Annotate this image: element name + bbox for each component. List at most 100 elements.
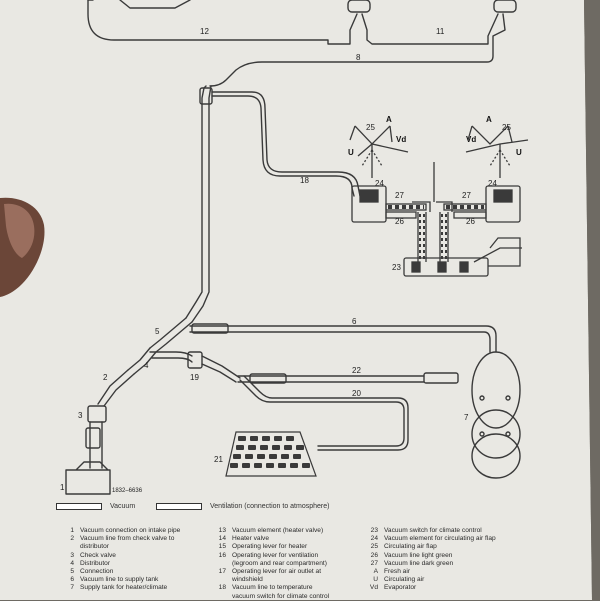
key-item-number: Vd xyxy=(369,584,378,592)
key-item: windshield xyxy=(210,576,329,584)
legend-vacuum-swatch xyxy=(56,503,102,510)
callout-26-left: 26 xyxy=(395,217,404,226)
key-item-text: Vacuum line to temperature xyxy=(232,584,313,592)
key-item-number: U xyxy=(373,576,378,584)
key-item-text: windshield xyxy=(232,576,263,584)
key-item-text: vacuum switch for climate control xyxy=(232,592,330,600)
key-item-text: Vacuum switch for climate control xyxy=(384,527,482,534)
callout-1: 1 xyxy=(60,483,65,492)
line-27-left xyxy=(385,203,427,211)
callout-19: 19 xyxy=(190,373,199,382)
intake-connection-1 xyxy=(65,461,111,495)
key-item: 1 Vacuum connection on intake pipe xyxy=(58,527,180,535)
key-item-number xyxy=(58,543,74,551)
callout-27-left: 27 xyxy=(395,191,404,200)
key-item: 14 Heater valve xyxy=(210,535,329,543)
key-item-text: Circulating air xyxy=(384,576,425,584)
legend-ventilation-swatch xyxy=(156,503,202,510)
line-26-vertical-left xyxy=(417,212,427,262)
callout-18: 18 xyxy=(300,176,309,185)
callout-24-right: 24 xyxy=(488,179,497,188)
key-item: 2 Vacuum line from check valve to xyxy=(58,535,180,543)
label-Vd-right: Vd xyxy=(466,135,476,144)
key-item-text: Vacuum element (heater valve) xyxy=(232,527,324,534)
callout-24-left: 24 xyxy=(375,179,384,188)
top-valve-center xyxy=(347,0,371,13)
line-12 xyxy=(87,0,358,45)
key-item-number: 25 xyxy=(370,543,378,551)
line-26-vertical-right xyxy=(439,212,449,262)
callout-21: 21 xyxy=(214,455,223,464)
key-item-number: 1 xyxy=(70,527,74,534)
key-item-text: Vacuum connection on intake pipe xyxy=(80,527,181,534)
key-item-text: Operating lever for heater xyxy=(232,543,308,551)
callout-7: 7 xyxy=(464,413,469,422)
line-22 xyxy=(237,375,425,383)
key-item-text: Evaporator xyxy=(384,584,417,592)
key-item-number: 23 xyxy=(370,527,378,534)
line-11 xyxy=(361,13,499,45)
key-item-text: Operating lever for ventilation xyxy=(232,551,319,559)
legend: Vacuum Ventilation (connection to atmosp… xyxy=(56,503,486,517)
key-item-text: Check valve xyxy=(80,551,116,559)
line-2 xyxy=(97,369,135,407)
line-22-end xyxy=(423,372,459,384)
top-component-left xyxy=(119,0,191,9)
key-item-number: 2 xyxy=(70,535,74,543)
key-item: 7 Supply tank for heater/climate xyxy=(58,584,180,592)
key-item-text: Vacuum element for circulating air flap xyxy=(384,535,496,543)
key-item-number: 26 xyxy=(370,551,378,559)
top-valve-right xyxy=(493,0,517,13)
key-item: distributor xyxy=(58,543,180,551)
line-26-left xyxy=(385,211,417,219)
label-A-left: A xyxy=(386,115,392,124)
key-item: 16 Operating lever for ventilation xyxy=(210,552,329,560)
callout-2: 2 xyxy=(103,373,108,382)
legend-ventilation: Ventilation (connection to atmosphere) xyxy=(156,503,329,510)
key-item-number: 3 xyxy=(70,551,74,559)
line-to-distributor xyxy=(127,347,157,375)
supply-tank-7 xyxy=(471,351,521,429)
key-item-number: 24 xyxy=(370,535,378,543)
callout-22: 22 xyxy=(352,366,361,375)
connection-5 xyxy=(149,317,193,353)
callout-25-left: 25 xyxy=(366,123,375,132)
vacuum-switch-23 xyxy=(403,257,489,277)
key-item-number: 7 xyxy=(70,584,74,592)
key-item-number: 14 xyxy=(218,535,226,543)
operating-unit-21 xyxy=(225,431,317,477)
key-item: 3 Check valve xyxy=(58,552,180,560)
callout-23: 23 xyxy=(392,263,401,272)
callout-11: 11 xyxy=(436,27,445,36)
callout-5: 5 xyxy=(155,327,160,336)
key-item-number: 16 xyxy=(218,551,226,559)
key-item: Vd Evaporator xyxy=(362,584,496,592)
connector-6 xyxy=(191,323,229,334)
background-edge xyxy=(584,0,600,600)
label-U-left: U xyxy=(348,148,354,157)
thumb-nail xyxy=(4,203,35,258)
label-A-right: A xyxy=(486,115,492,124)
check-valve-3 xyxy=(87,405,107,423)
key-item-text: Supply tank for heater/climate xyxy=(80,584,168,592)
line-18 xyxy=(211,95,355,197)
key-item-number: A xyxy=(373,568,378,576)
figure-code: 1832–6636 xyxy=(112,488,143,494)
key-item-number: 27 xyxy=(370,559,378,567)
key-item-text: Vacuum line from check valve to xyxy=(80,535,175,543)
key-item-text: Heater valve xyxy=(232,535,270,543)
callout-8: 8 xyxy=(356,53,361,62)
callout-20: 20 xyxy=(352,389,361,398)
switch-lever xyxy=(473,237,522,267)
